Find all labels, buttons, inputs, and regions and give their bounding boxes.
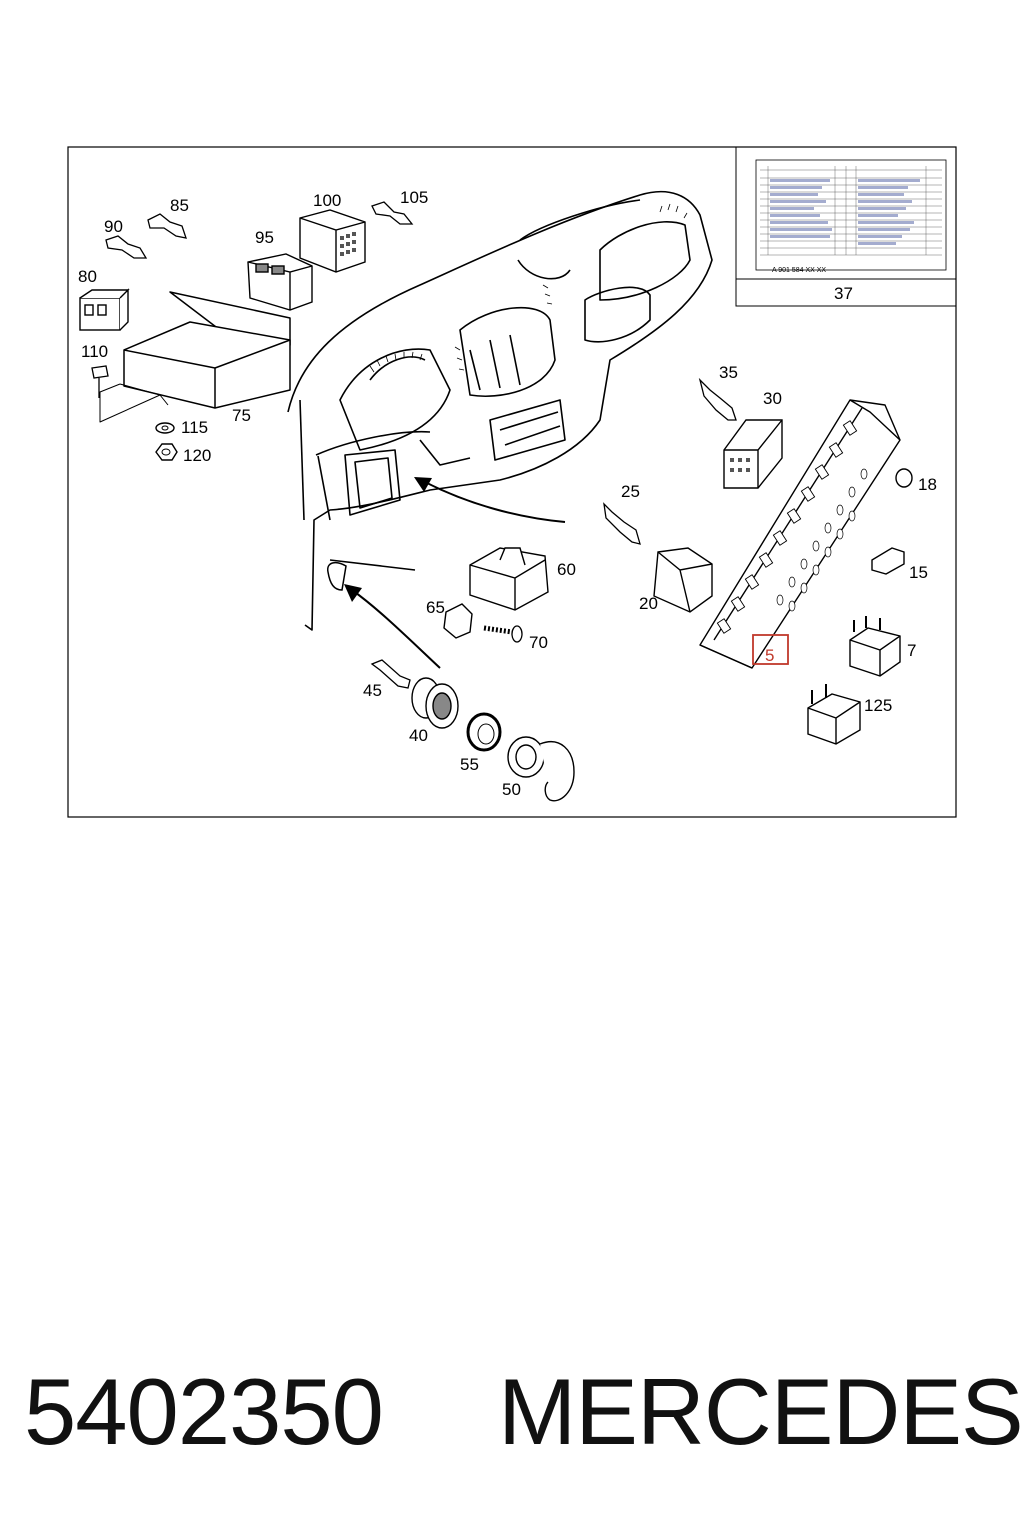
switch-60: [469, 547, 549, 611]
terminal-90: [105, 235, 148, 259]
callout-5: 5: [765, 646, 774, 665]
terminal-85: [147, 213, 187, 239]
callout-50: 50: [502, 780, 521, 799]
callout-80: 80: [78, 267, 97, 286]
callout-35: 35: [719, 363, 738, 382]
relay-80: [79, 288, 130, 331]
connector-95: [247, 253, 313, 311]
screw-70: [483, 625, 523, 643]
callout-75: 75: [232, 406, 251, 425]
clip-65: [443, 603, 473, 639]
arrow-head-dashboard: [414, 477, 432, 492]
fuse-cells: [776, 468, 868, 612]
callout-95: 95: [255, 228, 274, 247]
callout-65: 65: [426, 598, 445, 617]
gauge-ticks: [369, 203, 688, 373]
parts-diagram: A 901 584 XX XX: [67, 146, 957, 818]
relay-125: [807, 684, 861, 745]
fuse-slots: [716, 420, 858, 634]
callout-55: 55: [460, 755, 479, 774]
callout-7: 7: [907, 641, 916, 660]
fuse-label-inset: A 901 584 XX XX: [735, 146, 957, 307]
assembly-arrows: [351, 481, 566, 669]
callout-70: 70: [529, 633, 548, 652]
bolt-110: [91, 365, 109, 398]
callout-105: 105: [400, 188, 428, 207]
callout-labels: 5 7 15 18 20 25 30 35 37 40 45 50 55 60 …: [78, 188, 937, 799]
highlight-box-5: [752, 634, 789, 665]
callout-25: 25: [621, 482, 640, 501]
nut-18: [895, 468, 913, 488]
footer-caption: 5402350 MERCEDES: [0, 1352, 1024, 1472]
callout-100: 100: [313, 191, 341, 210]
part-number: 5402350: [24, 1359, 384, 1464]
callout-85: 85: [170, 196, 189, 215]
terminal-25: [603, 502, 641, 545]
terminal-105: [371, 201, 414, 225]
callout-115: 115: [181, 418, 208, 437]
connector-20: [653, 547, 713, 613]
diagram-frame: [67, 146, 957, 818]
nut-120: [155, 443, 178, 461]
part-ref-text: A 901 584 XX XX: [772, 267, 826, 274]
connector-30: [723, 419, 783, 489]
relay-7: [849, 616, 901, 677]
callout-40: 40: [409, 726, 428, 745]
washer-115: [155, 422, 175, 434]
callout-20: 20: [639, 594, 658, 613]
callout-90: 90: [104, 217, 123, 236]
control-unit-75: [99, 291, 291, 423]
dashboard-outline: [287, 190, 713, 631]
callout-15: 15: [909, 563, 928, 582]
callout-60: 60: [557, 560, 576, 579]
callout-110: 110: [81, 342, 108, 361]
terminal-35: [698, 377, 737, 421]
pin-45: [370, 659, 411, 689]
fuse-15: [871, 547, 905, 575]
callout-125: 125: [864, 696, 892, 715]
callout-37: 37: [834, 284, 853, 303]
dash-socket: [327, 561, 347, 591]
callout-120: 120: [183, 446, 211, 465]
connector-100: [299, 209, 366, 273]
callout-18: 18: [918, 475, 937, 494]
callout-45: 45: [363, 681, 382, 700]
cap-50: [507, 736, 575, 802]
brand-name: MERCEDES: [498, 1359, 1024, 1464]
round-connector-40: [411, 677, 459, 729]
arrow-head-socket: [344, 584, 362, 602]
callout-30: 30: [763, 389, 782, 408]
